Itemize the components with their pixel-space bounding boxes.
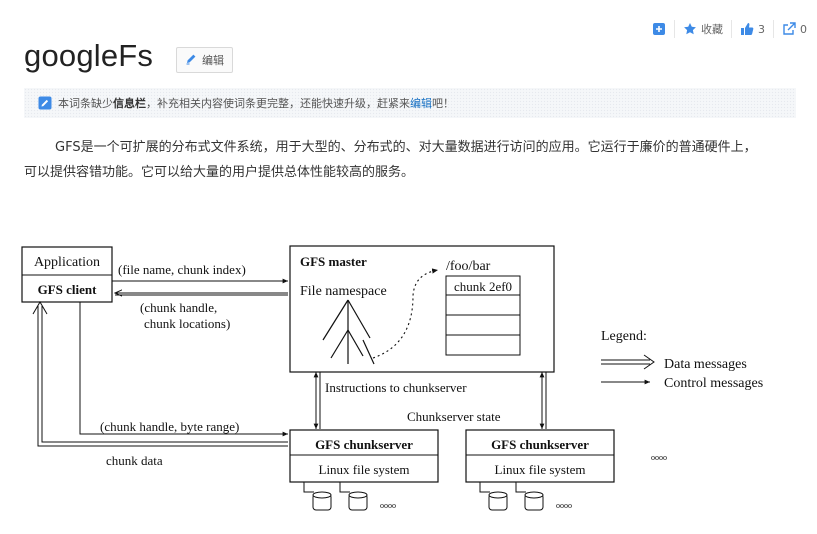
pencil-icon <box>185 53 197 68</box>
notice-bar: 本词条缺少信息栏，补充相关内容使词条更完整，还能快速升级，赶紧来编辑吧！ <box>24 88 796 118</box>
namespace-tree <box>322 299 375 365</box>
legend: Legend: Data messages Control messages <box>601 329 763 391</box>
chunk-id-label: chunk 2ef0 <box>454 279 512 294</box>
chunkserver-1: GFS chunkserver Linux file system oooo <box>289 429 439 511</box>
edit-button[interactable]: 编辑 <box>176 47 233 73</box>
linux-fs-2-label: Linux file system <box>495 462 586 477</box>
file-namespace-label: File namespace <box>300 284 387 299</box>
like-count: 3 <box>758 22 765 36</box>
legend-data-label: Data messages <box>664 357 747 372</box>
body-line-1: GFS是一个可扩展的分布式文件系统，用于大型的、分布式的、对大量数据进行访问的应… <box>55 140 757 155</box>
page-title: googleFs <box>24 38 154 73</box>
more-chunkservers-ellipsis: oooo <box>651 453 667 462</box>
chunk-data-label: chunk data <box>106 453 163 468</box>
chunk-table: chunk 2ef0 <box>445 275 521 356</box>
legend-control-label: Control messages <box>664 376 763 391</box>
client-box: Application GFS client <box>21 246 113 303</box>
byte-range-arrow <box>79 302 288 437</box>
collect-button[interactable]: 收藏 <box>675 20 732 38</box>
svg-text:oooo: oooo <box>380 501 396 510</box>
chunk-data-arrow <box>32 301 288 447</box>
notice-prefix: 本词条缺少 <box>58 97 113 110</box>
notice-emphasis: 信息栏 <box>113 97 146 110</box>
like-button[interactable]: 3 <box>732 20 774 38</box>
chunkserver-2: GFS chunkserver Linux file system oooo <box>465 429 615 511</box>
namespace-pointer <box>372 268 439 359</box>
linux-fs-1-label: Linux file system <box>319 462 410 477</box>
disk-icon: oooo <box>479 482 572 511</box>
file-chunk-index-label: (file name, chunk index) <box>118 262 246 277</box>
gfs-client-label: GFS client <box>38 282 98 297</box>
chunk-locations-label: chunk locations) <box>144 316 230 331</box>
data-message-arrow <box>601 354 655 370</box>
handle-byte-range-label: (chunk handle, byte range) <box>100 419 239 434</box>
disk-icon: oooo <box>303 482 396 511</box>
instructions-label: Instructions to chunkserver <box>325 380 467 395</box>
chunkserver-state-label: Chunkserver state <box>407 409 501 424</box>
chunkserver-1-label: GFS chunkserver <box>315 437 413 452</box>
thumbs-up-icon <box>740 22 754 36</box>
toolbar: 收藏 3 0 <box>644 20 811 38</box>
chunkserver-2-label: GFS chunkserver <box>491 437 589 452</box>
share-button[interactable]: 0 <box>774 20 811 38</box>
path-label: /foo/bar <box>446 259 491 274</box>
chunk-handle-label: (chunk handle, <box>140 300 217 315</box>
notice-suffix: 吧！ <box>432 97 454 110</box>
edit-note-icon <box>38 96 52 110</box>
svg-text:oooo: oooo <box>556 501 572 510</box>
add-button[interactable] <box>644 20 675 38</box>
master-box: GFS master File namespace /foo/bar chunk… <box>289 245 555 373</box>
add-icon <box>652 22 666 36</box>
notice-middle: ，补充相关内容使词条更完整，还能快速升级，赶紧来 <box>146 97 410 110</box>
notice-edit-link[interactable]: 编辑 <box>410 97 432 110</box>
application-label: Application <box>34 255 100 270</box>
legend-title: Legend: <box>601 329 647 344</box>
edit-label: 编辑 <box>202 54 224 67</box>
share-count: 0 <box>800 22 807 36</box>
collect-label: 收藏 <box>701 23 723 36</box>
star-icon <box>683 22 697 36</box>
gfs-master-label: GFS master <box>300 254 367 269</box>
body-line-2: 可以提供容错功能。它可以给大量的用户提供总体性能较高的服务。 <box>24 165 415 180</box>
gfs-architecture-diagram: Application GFS client (file name, chunk… <box>21 245 763 511</box>
share-icon <box>782 22 796 36</box>
